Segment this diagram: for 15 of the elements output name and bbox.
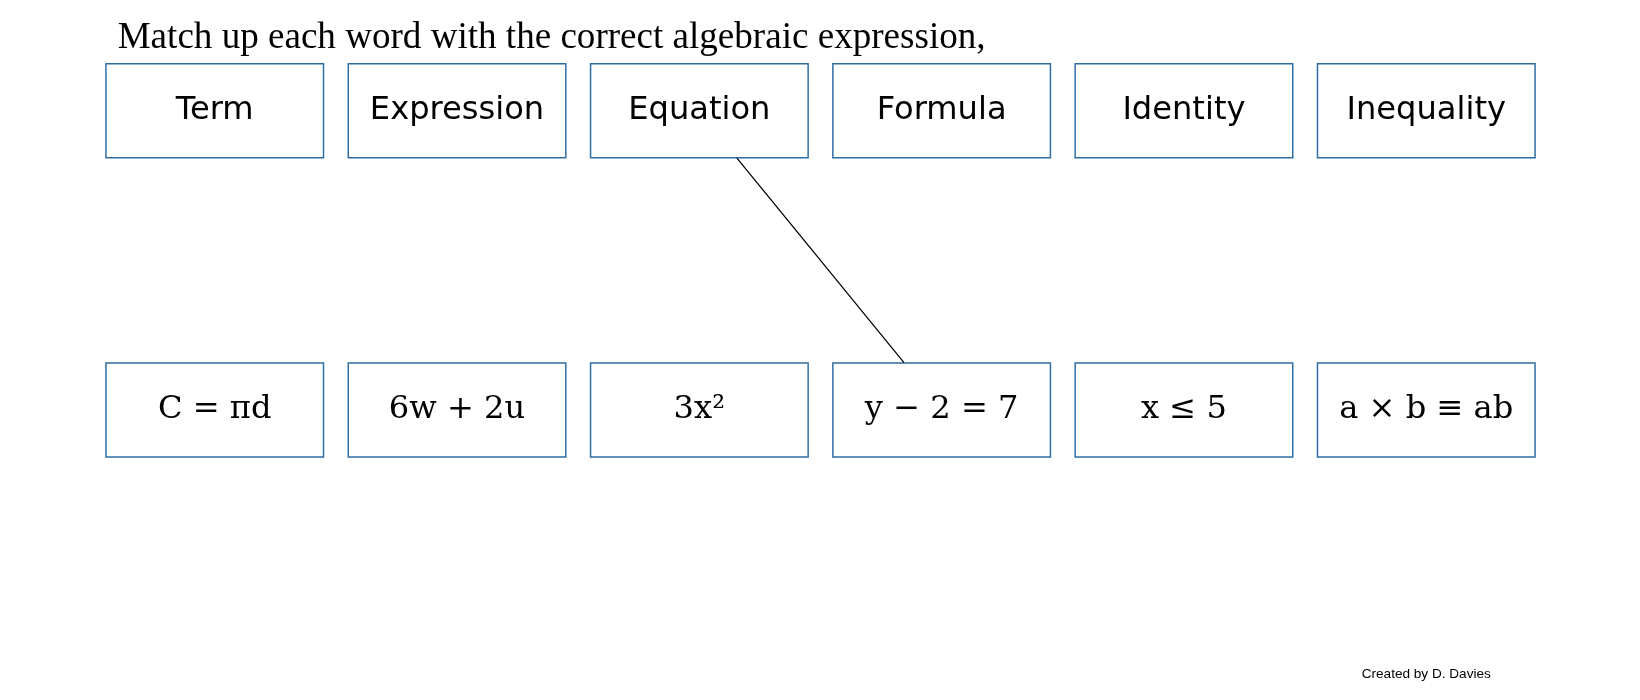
node-box: C = πd	[104, 362, 324, 458]
node-box: Term	[104, 63, 324, 159]
diagram-title: Match up each word with the correct algebraic expression,	[117, 14, 986, 56]
node-box: Inequality	[1316, 63, 1536, 159]
node-box: y − 2 = 7	[831, 362, 1051, 458]
node-box: Identity	[1073, 63, 1293, 159]
node-box: 3x²	[589, 362, 809, 458]
node-box: Formula	[831, 63, 1051, 159]
node-box: 6w + 2u	[347, 362, 567, 458]
node-box: Expression	[347, 63, 567, 159]
node-box: a × b ≡ ab	[1316, 362, 1536, 458]
node-box: Equation	[589, 63, 809, 159]
node-box: x ≤ 5	[1073, 362, 1293, 458]
label: Created by D. Davies	[1361, 665, 1491, 681]
connector	[735, 157, 905, 364]
